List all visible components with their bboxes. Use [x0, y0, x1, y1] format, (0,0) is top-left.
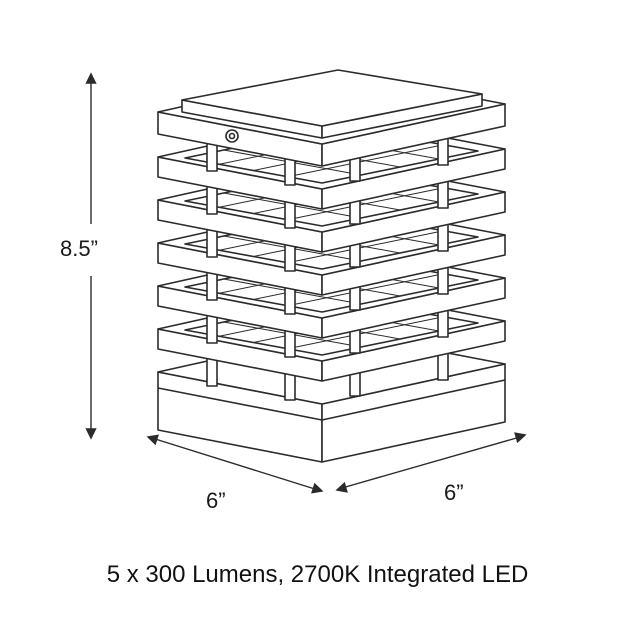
arrow-head	[85, 72, 97, 84]
width-left-dimension-label: 6”	[206, 488, 226, 513]
arrow-head	[335, 481, 348, 493]
lantern-top-cap	[181, 69, 483, 143]
cap-top-face	[181, 69, 483, 127]
base-seam-line	[157, 379, 506, 421]
arrow-head	[146, 434, 159, 446]
width-right-arrow-line	[341, 436, 521, 489]
tier-grid-line	[287, 230, 444, 264]
tier-grid-line	[287, 187, 444, 221]
width-left-arrow-line	[151, 437, 319, 491]
width-right-dimension-label: 6”	[444, 480, 464, 505]
height-dimension-label: 8.5”	[60, 236, 98, 261]
cap-knob-center	[228, 132, 236, 140]
dimension-arrows	[85, 72, 527, 494]
caption-text: 5 x 300 Lumens, 2700K Integrated LED	[106, 561, 529, 588]
arrow-head	[311, 482, 324, 494]
tier-grid-line	[287, 273, 444, 307]
lantern-drawing	[157, 69, 506, 463]
arrow-head	[85, 428, 97, 440]
tier-grid-line	[287, 144, 444, 178]
tier-grid-line	[287, 316, 444, 350]
arrow-head	[514, 432, 527, 444]
